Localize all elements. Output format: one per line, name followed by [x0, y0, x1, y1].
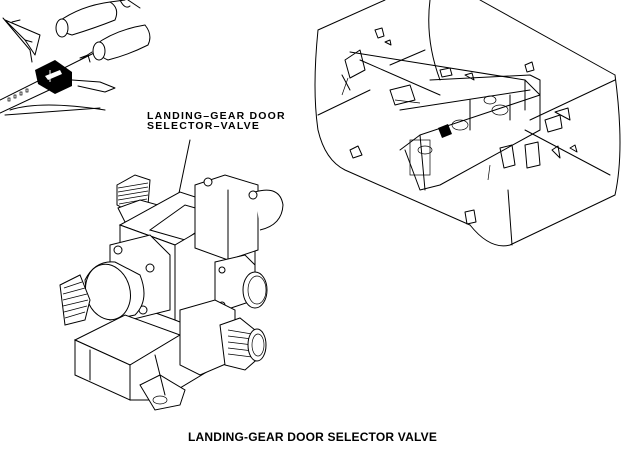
right-electrical-connector: [194, 174, 284, 311]
engine-nacelle-upper: [55, 0, 141, 38]
cabin-windows: [7, 88, 29, 102]
callout-leader-line: [178, 139, 191, 194]
selector-valve-callout: LANDING–GEAR DOOR SELECTOR–VALVE: [147, 110, 286, 132]
callout-line-2: SELECTOR–VALVE: [147, 120, 261, 132]
lower-right-threaded-fitting: [179, 299, 267, 376]
selector-valve-location: [438, 124, 452, 138]
left-port-cap: [84, 234, 171, 321]
mounting-base: [73, 314, 211, 411]
location-highlight-box: [35, 60, 72, 94]
keel-beam-structure: [341, 49, 541, 191]
top-threaded-fitting: [116, 174, 159, 223]
callout-line-1: LANDING–GEAR DOOR: [147, 110, 286, 122]
brackets: [349, 27, 578, 225]
left-threaded-fitting: [59, 274, 91, 326]
engine-nacelle-lower: [79, 24, 151, 61]
figure-caption: LANDING-GEAR DOOR SELECTOR VALVE: [187, 430, 438, 444]
